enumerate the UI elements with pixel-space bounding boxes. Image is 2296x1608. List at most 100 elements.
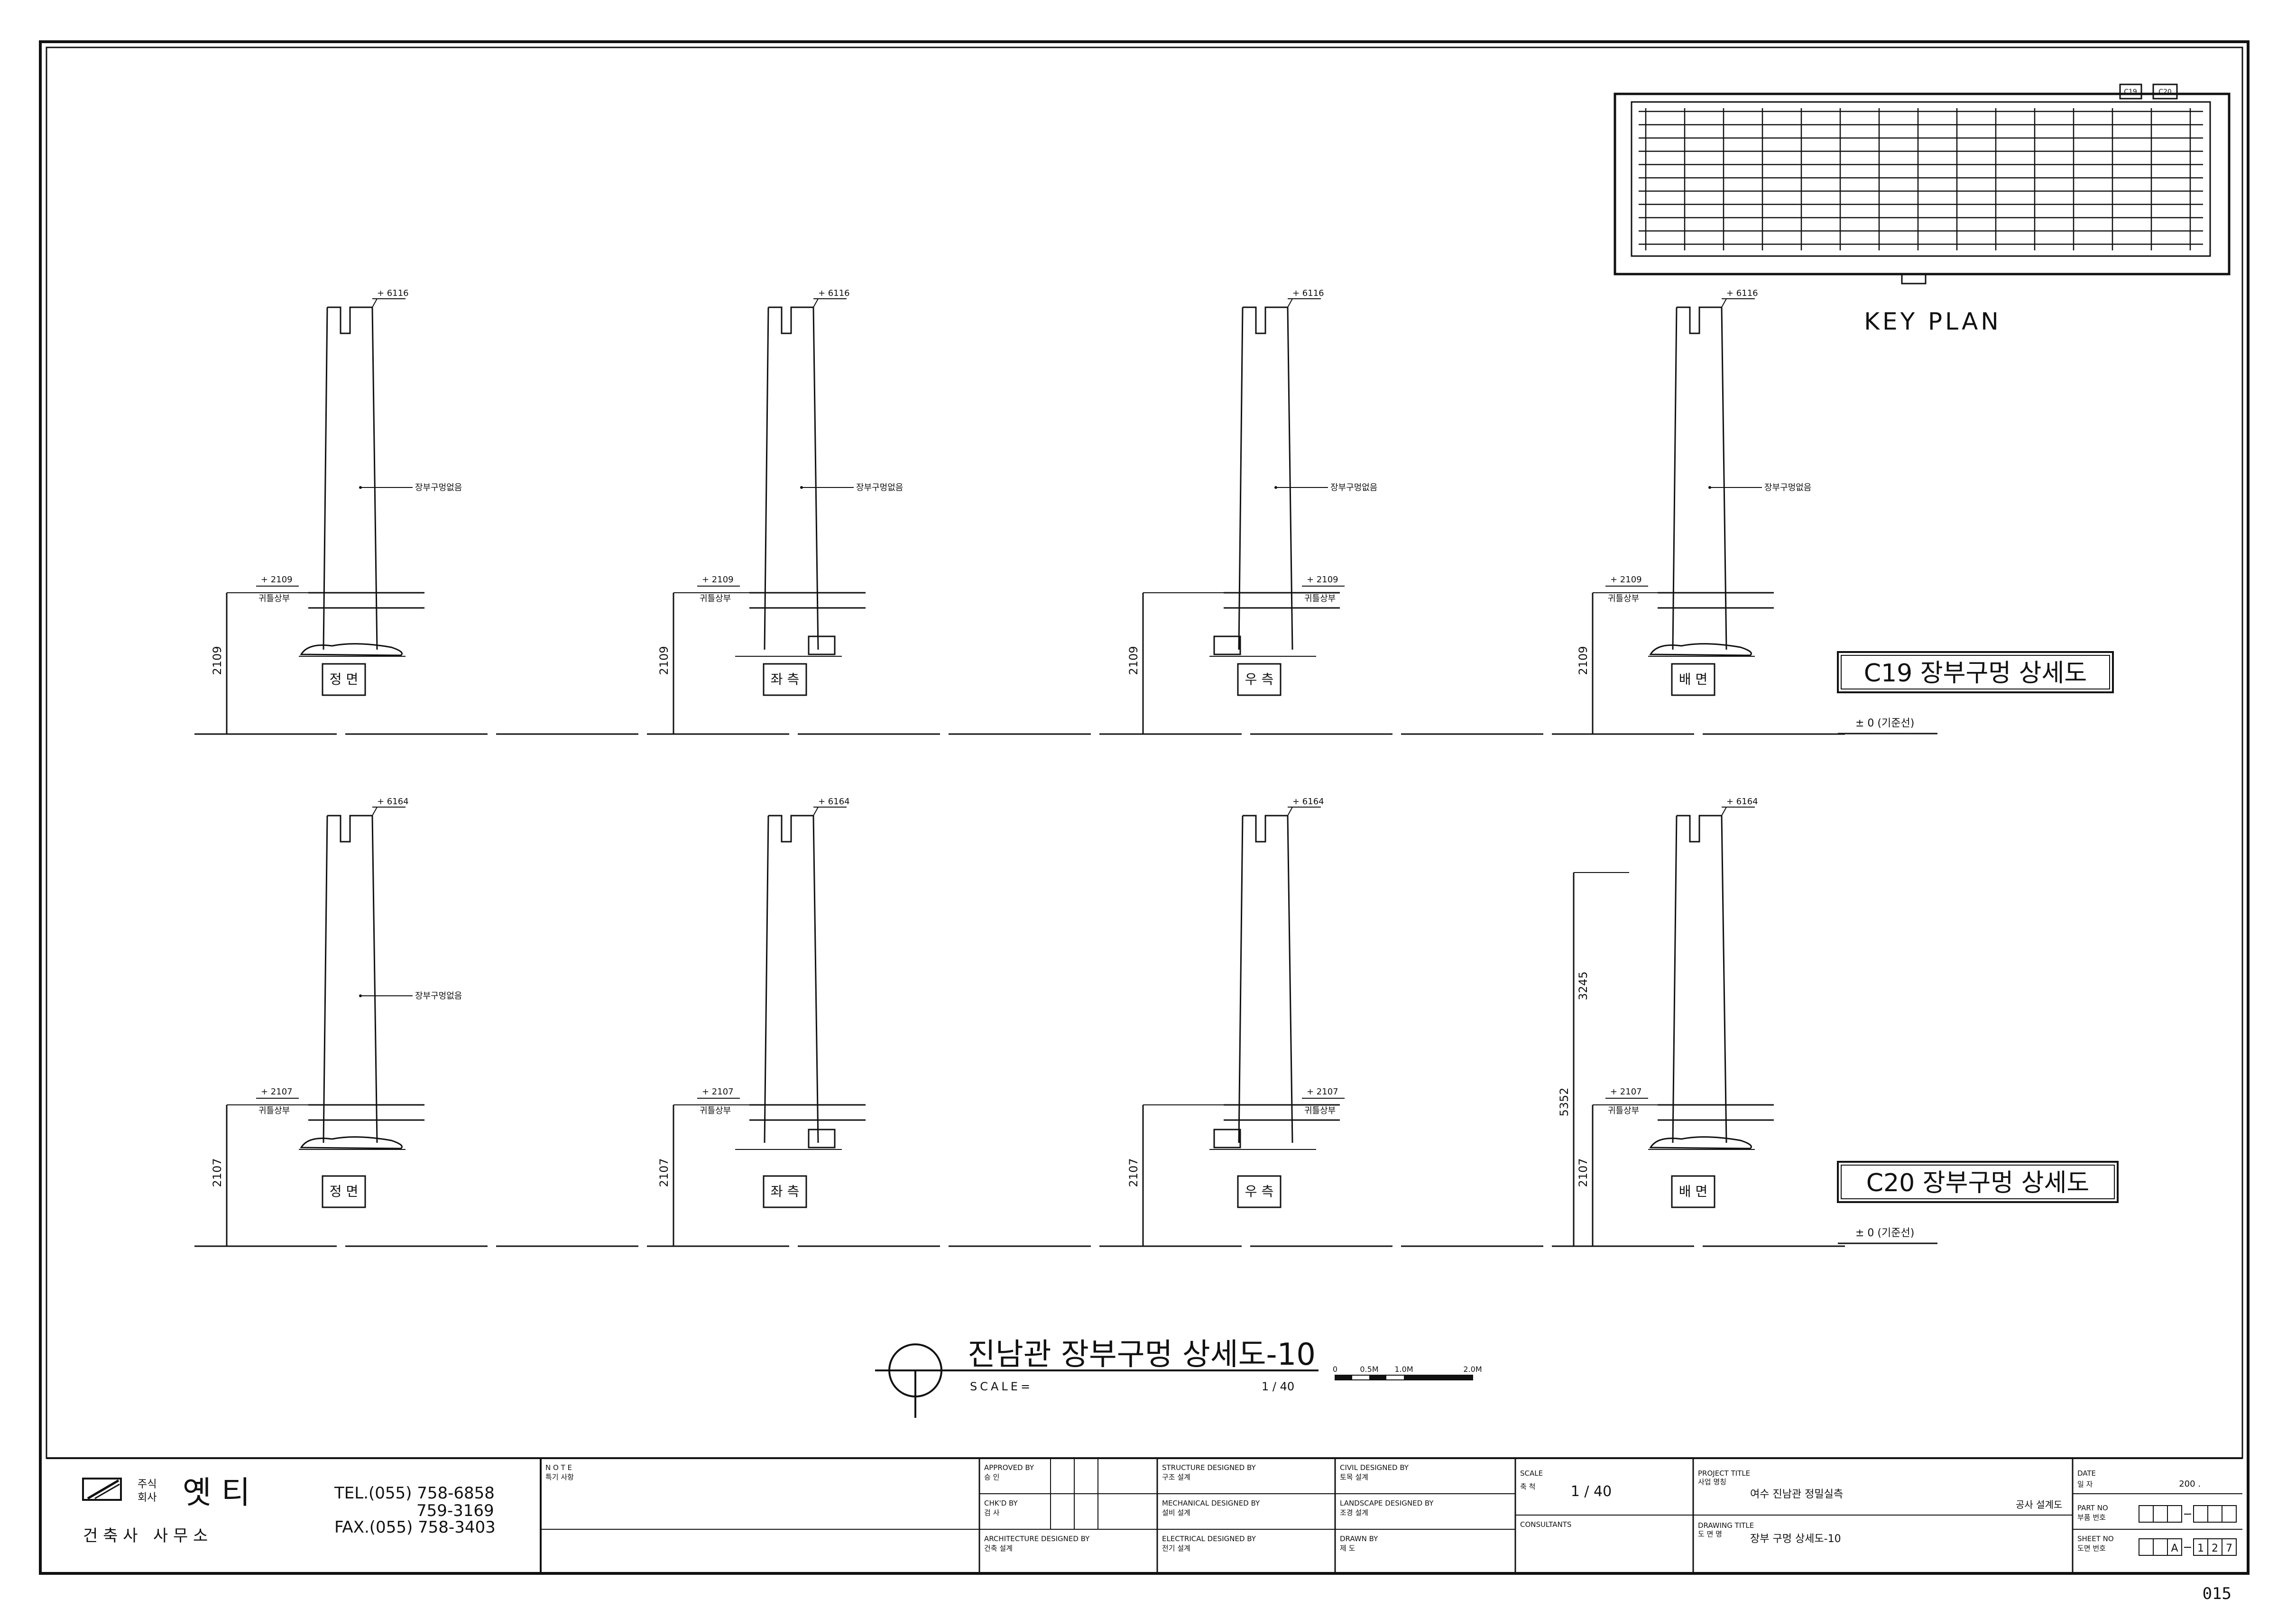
civil-sub: 토목 설계 (1340, 1473, 1368, 1481)
structure-sub: 구조 설계 (1162, 1473, 1190, 1481)
civil-head: CIVIL DESIGNED BY (1340, 1463, 1409, 1472)
scale-bar-label-2: 1.0M (1394, 1365, 1413, 1374)
sheet-box-2: 2 (2212, 1543, 2218, 1554)
upper-height-dimension: 3245 (1577, 971, 1590, 1000)
sill-label: 귀틀상부 (258, 1106, 290, 1116)
drawn-sub: 제 도 (1340, 1544, 1355, 1553)
company-subtitle: 건 축 사 사 무 소 (83, 1526, 208, 1545)
mid-elevation-label: + 2109 (261, 575, 293, 585)
company-logo (82, 1478, 122, 1501)
c19-section-header: C19 장부구멍 상세도 ± 0 (기준선) (1837, 651, 2114, 735)
view-label: 좌 측 (771, 1184, 799, 1199)
c19-datum: ± 0 (기준선) (1855, 717, 1914, 729)
top-elevation-label: + 6116 (1726, 288, 1758, 298)
date-head: DATE (2077, 1469, 2096, 1478)
sheet-box-1: 1 (2197, 1543, 2204, 1554)
note-label: 장부구멍없음 (415, 483, 462, 493)
sheet-box-a: A (2171, 1543, 2178, 1554)
height-dimension: 2107 (211, 1158, 224, 1187)
height-dimension: 2109 (657, 646, 671, 675)
electrical-sub: 전기 설계 (1162, 1544, 1190, 1553)
date-value: 200 . (2179, 1479, 2201, 1489)
consultants-label: CONSULTANTS (1520, 1520, 1571, 1529)
main-title-block: 진남관 장부구멍 상세도-10 SCALE= 1 / 40 0 0.5M 1.0… (875, 1337, 1482, 1418)
height-dimension: 2107 (657, 1158, 671, 1187)
page-number: 015 (2203, 1584, 2231, 1603)
main-title: 진남관 장부구멍 상세도-10 (968, 1337, 1316, 1372)
key-plan: C19 C20 KEY PLAN (1614, 83, 2231, 335)
height-dimension: 2109 (1127, 646, 1140, 675)
scale-bar: 0 0.5M 1.0M 2.0M (1333, 1365, 1482, 1380)
elevation-c19-3: + 6116 + 2109 귀틀상부 장부구멍없음 2109 우 측 (1127, 288, 1377, 734)
elevation-c19-4: + 6116 + 2109 귀틀상부 장부구멍없음 2109 배 면 (1577, 288, 1811, 734)
sill-label: 귀틀상부 (1608, 1106, 1639, 1116)
sill-label: 귀틀상부 (258, 594, 290, 604)
c20-title: C20 장부구멍 상세도 (1866, 1169, 2089, 1197)
checked-sub: 검 사 (984, 1508, 1000, 1517)
approved-head: APPROVED BY (984, 1463, 1034, 1472)
top-elevation-label: + 6116 (377, 288, 409, 298)
scale-bar-label-0: 0 (1333, 1365, 1337, 1374)
sill-label: 귀틀상부 (700, 594, 731, 604)
phone-line-1: TEL.(055) 758-6858 (334, 1484, 495, 1503)
phone-line-2: 759-3169 (416, 1501, 494, 1520)
part-head: PART NO (2077, 1504, 2108, 1512)
mid-elevation-label: + 2107 (1610, 1087, 1642, 1097)
project-sub: 사업 명칭 (1698, 1478, 1726, 1486)
note-label: 장부구멍없음 (856, 483, 903, 493)
height-dimension: 2109 (1577, 646, 1590, 675)
company-prefix-bottom: 회사 (138, 1492, 157, 1504)
c20-section-header: C20 장부구멍 상세도 ± 0 (기준선) (1837, 1161, 2119, 1244)
key-plan-mark-c20: C20 (2158, 88, 2172, 96)
note-sub: 특기 사항 (545, 1473, 574, 1481)
scale-bar-label-3: 2.0M (1463, 1365, 1482, 1374)
mid-elevation-label: + 2107 (1307, 1087, 1338, 1097)
height-dimension: 2107 (1577, 1158, 1590, 1187)
note-label: 장부구멍없음 (1764, 483, 1811, 493)
view-label: 우 측 (1245, 1184, 1273, 1199)
drawing-value: 장부 구멍 상세도-10 (1750, 1533, 1841, 1545)
top-elevation-label: + 6164 (818, 797, 850, 807)
electrical-head: ELECTRICAL DESIGNED BY (1162, 1534, 1256, 1543)
drawing-head: DRAWING TITLE (1698, 1521, 1754, 1530)
mid-elevation-label: + 2109 (1610, 575, 1642, 585)
sill-label: 귀틀상부 (1304, 594, 1336, 604)
key-plan-mark-c19: C19 (2124, 88, 2137, 96)
total-height-dimension: 5352 (1558, 1087, 1571, 1116)
view-label: 좌 측 (771, 671, 799, 687)
top-elevation-label: + 6164 (1726, 797, 1758, 807)
mid-elevation-label: + 2109 (1307, 575, 1338, 585)
note-label: 장부구멍없음 (415, 991, 462, 1001)
project-head: PROJECT TITLE (1698, 1469, 1750, 1478)
project-value: 여수 진남관 정밀실측 (1750, 1489, 1843, 1500)
view-label: 배 면 (1679, 671, 1707, 687)
note-label: 장부구멍없음 (1330, 483, 1377, 493)
sill-label: 귀틀상부 (700, 1106, 731, 1116)
phone-line-3: FAX.(055) 758-3403 (334, 1518, 496, 1537)
part-number-boxes (2139, 1505, 2237, 1523)
scale-label: SCALE= (970, 1380, 1033, 1393)
drawn-head: DRAWN BY (1340, 1534, 1378, 1543)
view-label: 우 측 (1245, 671, 1273, 687)
c20-datum: ± 0 (기준선) (1855, 1227, 1914, 1239)
mid-elevation-label: + 2107 (261, 1087, 293, 1097)
title-block: 주식 회사 옛 티 건 축 사 사 무 소 TEL.(055) 758-6858… (46, 1457, 2242, 1573)
sill-label: 귀틀상부 (1608, 594, 1639, 604)
drawing-sub: 도 면 명 (1698, 1530, 1722, 1538)
scale-bar-label-1: 0.5M (1360, 1365, 1378, 1374)
top-elevation-label: + 6116 (1292, 288, 1324, 298)
mechanical-head: MECHANICAL DESIGNED BY (1162, 1499, 1260, 1507)
architecture-sub: 건축 설계 (984, 1544, 1013, 1553)
part-sub: 부품 번호 (2077, 1513, 2106, 1522)
c19-title: C19 장부구멍 상세도 (1864, 659, 2087, 688)
mid-elevation-label: + 2109 (702, 575, 734, 585)
date-sub: 일 자 (2077, 1480, 2093, 1489)
scale-block-value: 1 / 40 (1571, 1483, 1612, 1500)
scale-sub: 축 척 (1520, 1482, 1535, 1491)
sill-label: 귀틀상부 (1304, 1106, 1336, 1116)
